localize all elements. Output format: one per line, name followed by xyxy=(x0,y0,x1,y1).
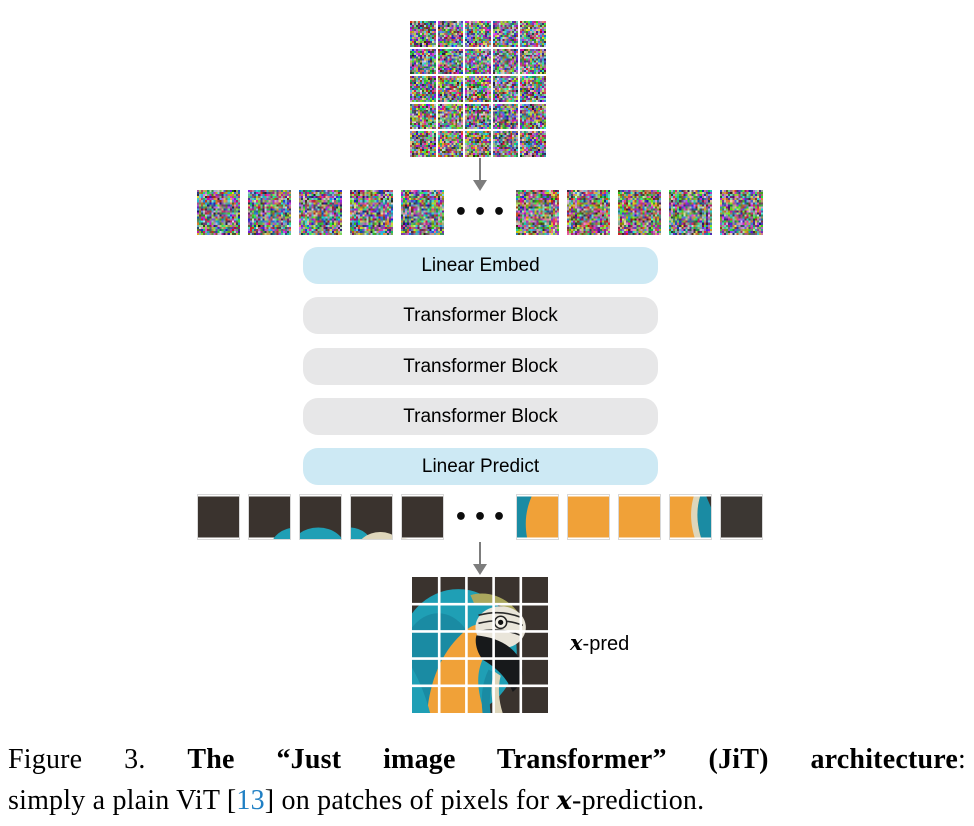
image-patch xyxy=(669,494,712,540)
noise-patch xyxy=(669,190,712,235)
parrot-image xyxy=(412,577,548,713)
citation-link[interactable]: 13 xyxy=(236,785,265,816)
image-patch xyxy=(299,494,342,540)
noise-patch xyxy=(465,48,491,75)
linear-embed-block: Linear Embed xyxy=(303,247,658,284)
noise-patch xyxy=(410,21,436,47)
predicted-patch-row: ••• xyxy=(197,494,763,540)
noise-patch xyxy=(410,131,436,158)
noise-patch xyxy=(465,103,491,130)
noise-patch xyxy=(492,103,519,130)
arrow-down-icon xyxy=(472,542,488,575)
transformer-block-3: Transformer Block xyxy=(303,398,658,435)
noise-patch xyxy=(520,21,546,47)
noisy-patch-group-right xyxy=(516,190,763,235)
ellipsis: ••• xyxy=(453,200,512,225)
noise-patch xyxy=(465,76,491,102)
ellipsis: ••• xyxy=(453,504,512,530)
image-patch xyxy=(516,494,559,540)
caption-colon: : xyxy=(958,744,966,775)
arrow-head xyxy=(473,564,487,575)
noise-patch xyxy=(465,21,491,47)
noise-patch xyxy=(492,131,519,158)
noise-patch xyxy=(350,190,393,235)
image-patch xyxy=(248,494,291,540)
noise-patch xyxy=(516,190,559,235)
noise-patch xyxy=(492,76,519,102)
math-x: x xyxy=(570,630,583,655)
noise-patch xyxy=(720,190,763,235)
noise-patch xyxy=(520,76,546,102)
noisy-image-grid xyxy=(410,21,546,158)
caption-math-x: x xyxy=(556,786,573,816)
ellipsis-box: ••• xyxy=(444,494,516,540)
arrow-head xyxy=(473,180,487,191)
image-patch xyxy=(618,494,661,540)
transformer-block-3-label: Transformer Block xyxy=(403,405,558,427)
noise-patch xyxy=(567,190,610,235)
caption-line-1: Figure 3. The “Just image Transformer” (… xyxy=(8,740,966,780)
noise-patch xyxy=(520,48,546,75)
image-patch xyxy=(401,494,444,540)
noise-patch xyxy=(520,131,546,158)
figure-number: Figure 3. xyxy=(8,744,146,775)
caption-text: simply a plain ViT [ xyxy=(8,785,237,816)
transformer-block-1-label: Transformer Block xyxy=(403,304,558,326)
noise-patch xyxy=(410,76,436,102)
noise-patch xyxy=(437,103,464,130)
noisy-patch-group-left xyxy=(197,190,444,235)
noise-patch xyxy=(492,21,519,47)
figure-caption: Figure 3. The “Just image Transformer” (… xyxy=(8,740,966,821)
noise-patch xyxy=(437,76,464,102)
image-patch xyxy=(567,494,610,540)
caption-text: -prediction. xyxy=(572,785,705,816)
arrow-down-icon xyxy=(472,158,488,191)
linear-embed-label: Linear Embed xyxy=(421,254,540,276)
pred-suffix: -pred xyxy=(582,633,630,655)
predicted-image xyxy=(412,577,548,713)
noise-patch xyxy=(437,48,464,75)
image-patch xyxy=(720,494,763,540)
noise-patch xyxy=(492,48,519,75)
noise-patch xyxy=(248,190,291,235)
caption-line-2: simply a plain ViT [13] on patches of pi… xyxy=(8,781,966,821)
arrow-stem xyxy=(479,542,481,564)
noise-patch xyxy=(410,48,436,75)
noise-patch xyxy=(299,190,342,235)
x-pred-label: x-pred xyxy=(570,630,629,656)
noise-patch xyxy=(437,21,464,47)
linear-predict-block: Linear Predict xyxy=(303,448,658,485)
image-patch xyxy=(350,494,393,540)
linear-predict-label: Linear Predict xyxy=(421,455,540,477)
ellipsis-box: ••• xyxy=(444,190,516,235)
caption-bold-title: The “Just image Transformer” (JiT) archi… xyxy=(187,744,959,775)
noisy-patch-row: ••• xyxy=(197,190,763,235)
patch-grid-overlay xyxy=(412,577,548,713)
arrow-stem xyxy=(479,158,481,180)
predicted-patch-group-right xyxy=(516,494,763,540)
predicted-patch-group-left xyxy=(197,494,444,540)
transformer-block-2: Transformer Block xyxy=(303,348,658,385)
noise-patch xyxy=(437,131,464,158)
noise-patch xyxy=(401,190,444,235)
caption-text: ] on patches of pixels for xyxy=(264,785,557,816)
noise-patch xyxy=(197,190,240,235)
transformer-block-2-label: Transformer Block xyxy=(403,355,558,377)
noise-patch xyxy=(520,103,546,130)
noise-patch xyxy=(618,190,661,235)
transformer-block-1: Transformer Block xyxy=(303,297,658,334)
noise-patch xyxy=(410,103,436,130)
image-patch xyxy=(197,494,240,540)
noise-patch xyxy=(465,131,491,158)
